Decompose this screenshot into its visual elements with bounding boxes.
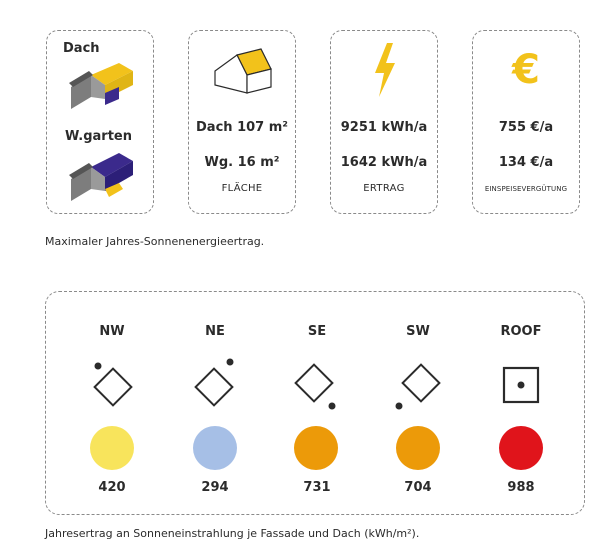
garden-label: W.garten: [65, 129, 132, 144]
lightning-icon: [375, 43, 395, 97]
euro-icon: €: [512, 47, 540, 93]
yield-caption: ERTRAG: [363, 183, 405, 194]
orientation-value-sw: 704: [404, 480, 432, 495]
panel-caption: Jahresertrag an Sonneneinstrahlung je Fa…: [45, 527, 420, 540]
yield-card: 9251 kWh/a 1642 kWh/a ERTRAG: [330, 30, 438, 214]
nw-diamond-icon: [93, 362, 133, 407]
feed-in-caption: EINSPEISEVERGÜTUNG: [484, 185, 568, 193]
orientation-label-se: SE: [307, 324, 327, 339]
roof-square-icon: [502, 366, 540, 404]
orientation-label-ne: NE: [205, 324, 225, 339]
orientation-value-ne: 294: [201, 480, 229, 495]
orientation-circle-sw: [396, 426, 440, 470]
orientation-value-nw: 420: [98, 480, 126, 495]
yield-roof: 9251 kWh/a: [340, 120, 428, 135]
orientation-label-sw: SW: [406, 324, 430, 339]
summary-caption: Maximaler Jahres-Sonnenenergieertrag.: [45, 235, 265, 248]
feed-in-roof: 755 €/a: [498, 120, 554, 135]
orientation-circle-se: [294, 426, 338, 470]
yield-garden: 1642 kWh/a: [340, 155, 428, 170]
orientation-label-nw: NW: [99, 324, 125, 339]
area-card: Dach 107 m² Wg. 16 m² FLÄCHE: [188, 30, 296, 214]
selection-card: Dach W.garten: [46, 30, 154, 214]
orientation-circle-roof: [499, 426, 543, 470]
area-caption: FLÄCHE: [221, 183, 263, 194]
house-icon: [214, 48, 272, 94]
feed-in-garden: 134 €/a: [498, 155, 554, 170]
ne-diamond-icon: [194, 358, 234, 407]
orientation-circle-nw: [90, 426, 134, 470]
orientation-label-roof: ROOF: [500, 324, 542, 339]
orientation-value-se: 731: [303, 480, 331, 495]
sw-diamond-icon: [395, 363, 441, 410]
roof-3d-icon[interactable]: [61, 57, 141, 111]
feed-in-card: € 755 €/a 134 €/a EINSPEISEVERGÜTUNG: [472, 30, 580, 214]
se-diamond-icon: [294, 363, 336, 410]
orientation-panel: NW 420 NE 294 SE 731 SW 704 ROOF 988: [45, 291, 585, 515]
area-garden: Wg. 16 m²: [204, 155, 280, 170]
area-roof: Dach 107 m²: [196, 120, 288, 135]
garden-3d-icon[interactable]: [61, 143, 141, 203]
orientation-circle-ne: [193, 426, 237, 470]
orientation-value-roof: 988: [507, 480, 535, 495]
roof-label: Dach: [63, 41, 100, 56]
